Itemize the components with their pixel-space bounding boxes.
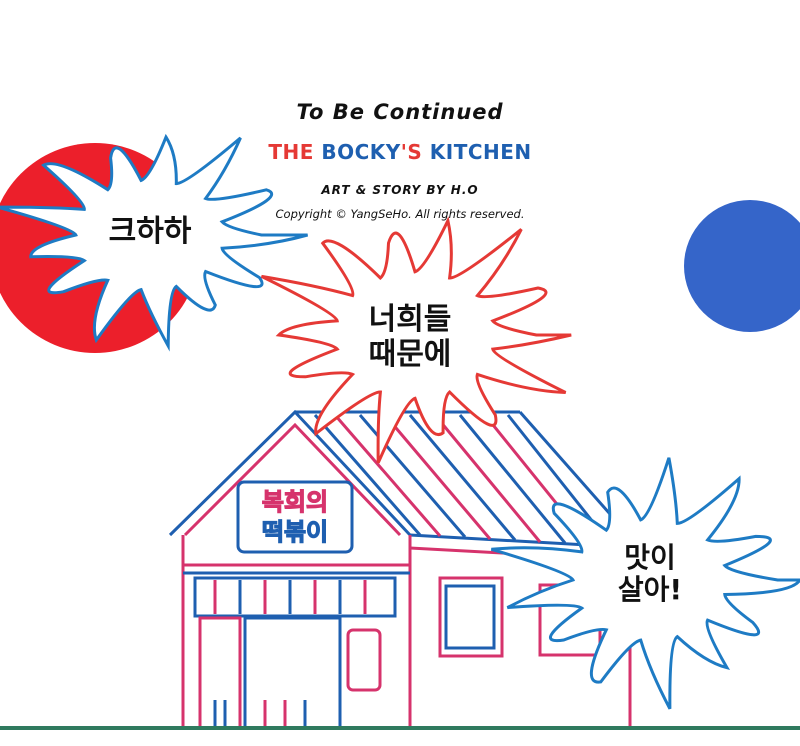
bubble-text-right: 맛이 살아! <box>560 541 740 607</box>
title-part-1: THE <box>268 140 322 164</box>
burst-bubble-left <box>0 133 309 352</box>
ground-line <box>0 726 800 730</box>
bubble-center-line1: 너희들 <box>368 302 452 337</box>
title-part-3: 'S <box>400 140 430 164</box>
bubble-text-left: 크하하 <box>60 214 240 250</box>
shop-sign-line1: 복희의 <box>262 488 328 516</box>
copyright-notice: Copyright © YangSeHo. All rights reserve… <box>275 207 525 221</box>
title-part-4: KITCHEN <box>429 140 532 164</box>
shop-sign-line2: 떡볶이 <box>262 518 328 546</box>
title-part-2: BOCKY <box>321 140 401 164</box>
burst-bubble-right <box>490 457 800 710</box>
burst-bubble-center <box>260 216 572 464</box>
blue-circle <box>684 200 800 332</box>
series-title: THE BOCKY'S KITCHEN <box>0 140 800 164</box>
bubble-center-line2: 때문에 <box>368 336 452 372</box>
bubble-left-line1: 크하하 <box>108 214 192 249</box>
art-story-credit: ART & STORY BY H.O <box>321 183 479 197</box>
to-be-continued: To Be Continued <box>296 100 504 124</box>
bubble-right-line2: 살아! <box>617 573 683 607</box>
bubble-right-line1: 맛이 <box>624 541 676 574</box>
bubble-text-center: 너희들 때문에 <box>320 302 500 372</box>
